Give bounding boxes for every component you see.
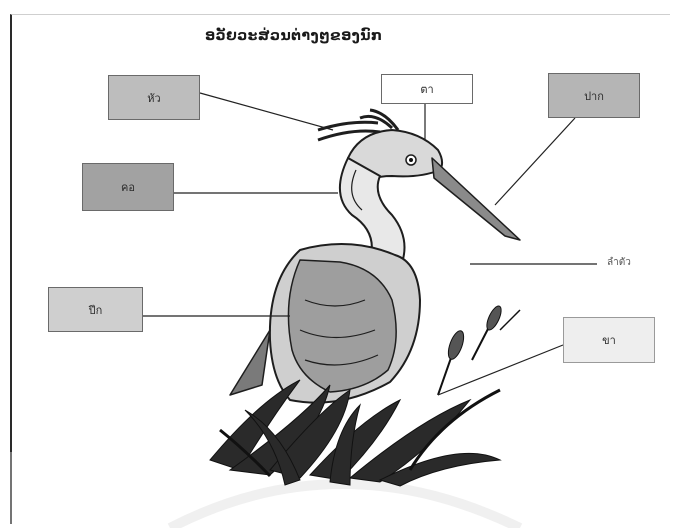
label-box-beak: ปาก	[548, 73, 640, 118]
leader-line-beak	[495, 118, 575, 205]
heron-pupil	[409, 158, 413, 162]
label-box-leg: ขา	[563, 317, 655, 363]
label-beak: ปาก	[584, 87, 604, 105]
diagram-title: ອວັຍວະສ່ວນຕ່າງໆຂອງນົກ	[205, 28, 383, 44]
label-leg: ขา	[602, 331, 616, 349]
label-box-neck: คอ	[82, 163, 174, 211]
label-head: หัว	[147, 89, 160, 107]
heron-drawing	[230, 110, 520, 403]
heron-tail	[230, 330, 270, 395]
label-box-head: หัว	[108, 75, 200, 120]
label-body: ลำตัว	[607, 255, 631, 270]
leader-line-head	[200, 93, 333, 130]
label-eye: ตา	[420, 80, 433, 98]
label-box-wing: ปีก	[48, 287, 143, 332]
label-neck: คอ	[121, 178, 135, 196]
label-box-eye: ตา	[381, 74, 473, 104]
heron-beak	[432, 158, 520, 240]
label-wing: ปีก	[89, 301, 103, 319]
